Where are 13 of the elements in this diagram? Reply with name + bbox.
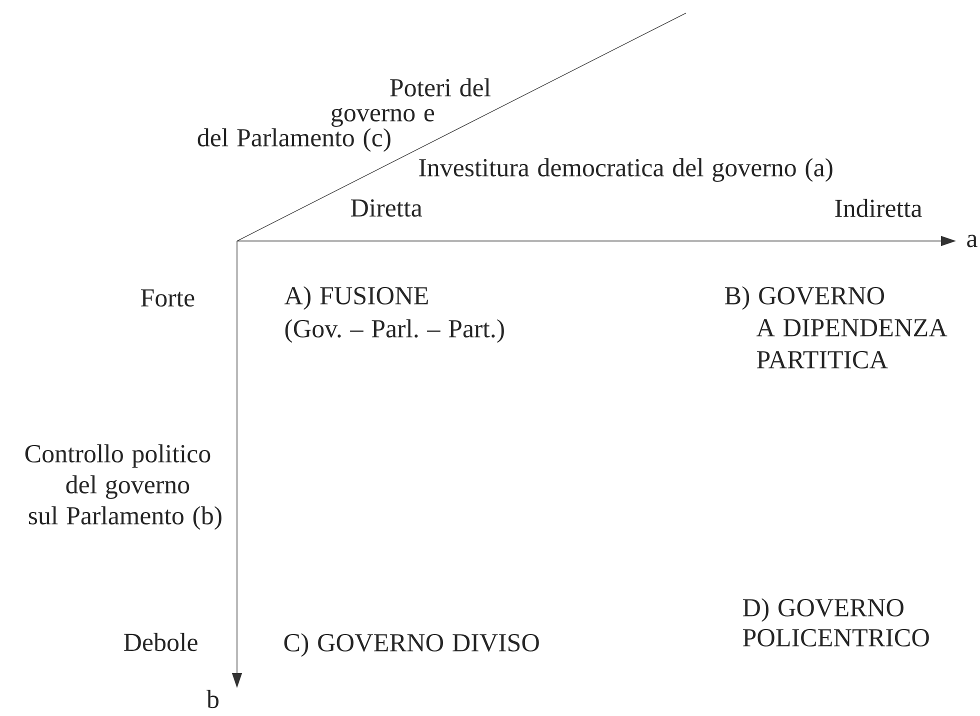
scale-label: Diretta [350, 199, 422, 217]
axis-letter: a [967, 234, 978, 248]
quadrant-label: D) GOVERNO POLICENTRICO [742, 598, 929, 646]
scale-label: Indiretta [835, 198, 922, 218]
axis-title: Investitura democratica del governo (a) [419, 158, 832, 182]
scale-label: Forte [140, 289, 194, 307]
quadrant-label: A) FUSIONE (Gov. – Parl. – Part.) [284, 286, 504, 343]
axis-letter: b [206, 690, 219, 708]
axis-title: Poteri del governo e del Parlamento (c) [198, 78, 491, 152]
axis-title: Controllo politico del governo sul Parlamento (b) [25, 444, 222, 530]
quadrant-label: B) GOVERNO A DIPENDENZA PARTITICA [724, 286, 948, 368]
scale-label: Debole [124, 632, 198, 652]
quadrant-label: C) GOVERNO DIVISO [284, 633, 539, 657]
